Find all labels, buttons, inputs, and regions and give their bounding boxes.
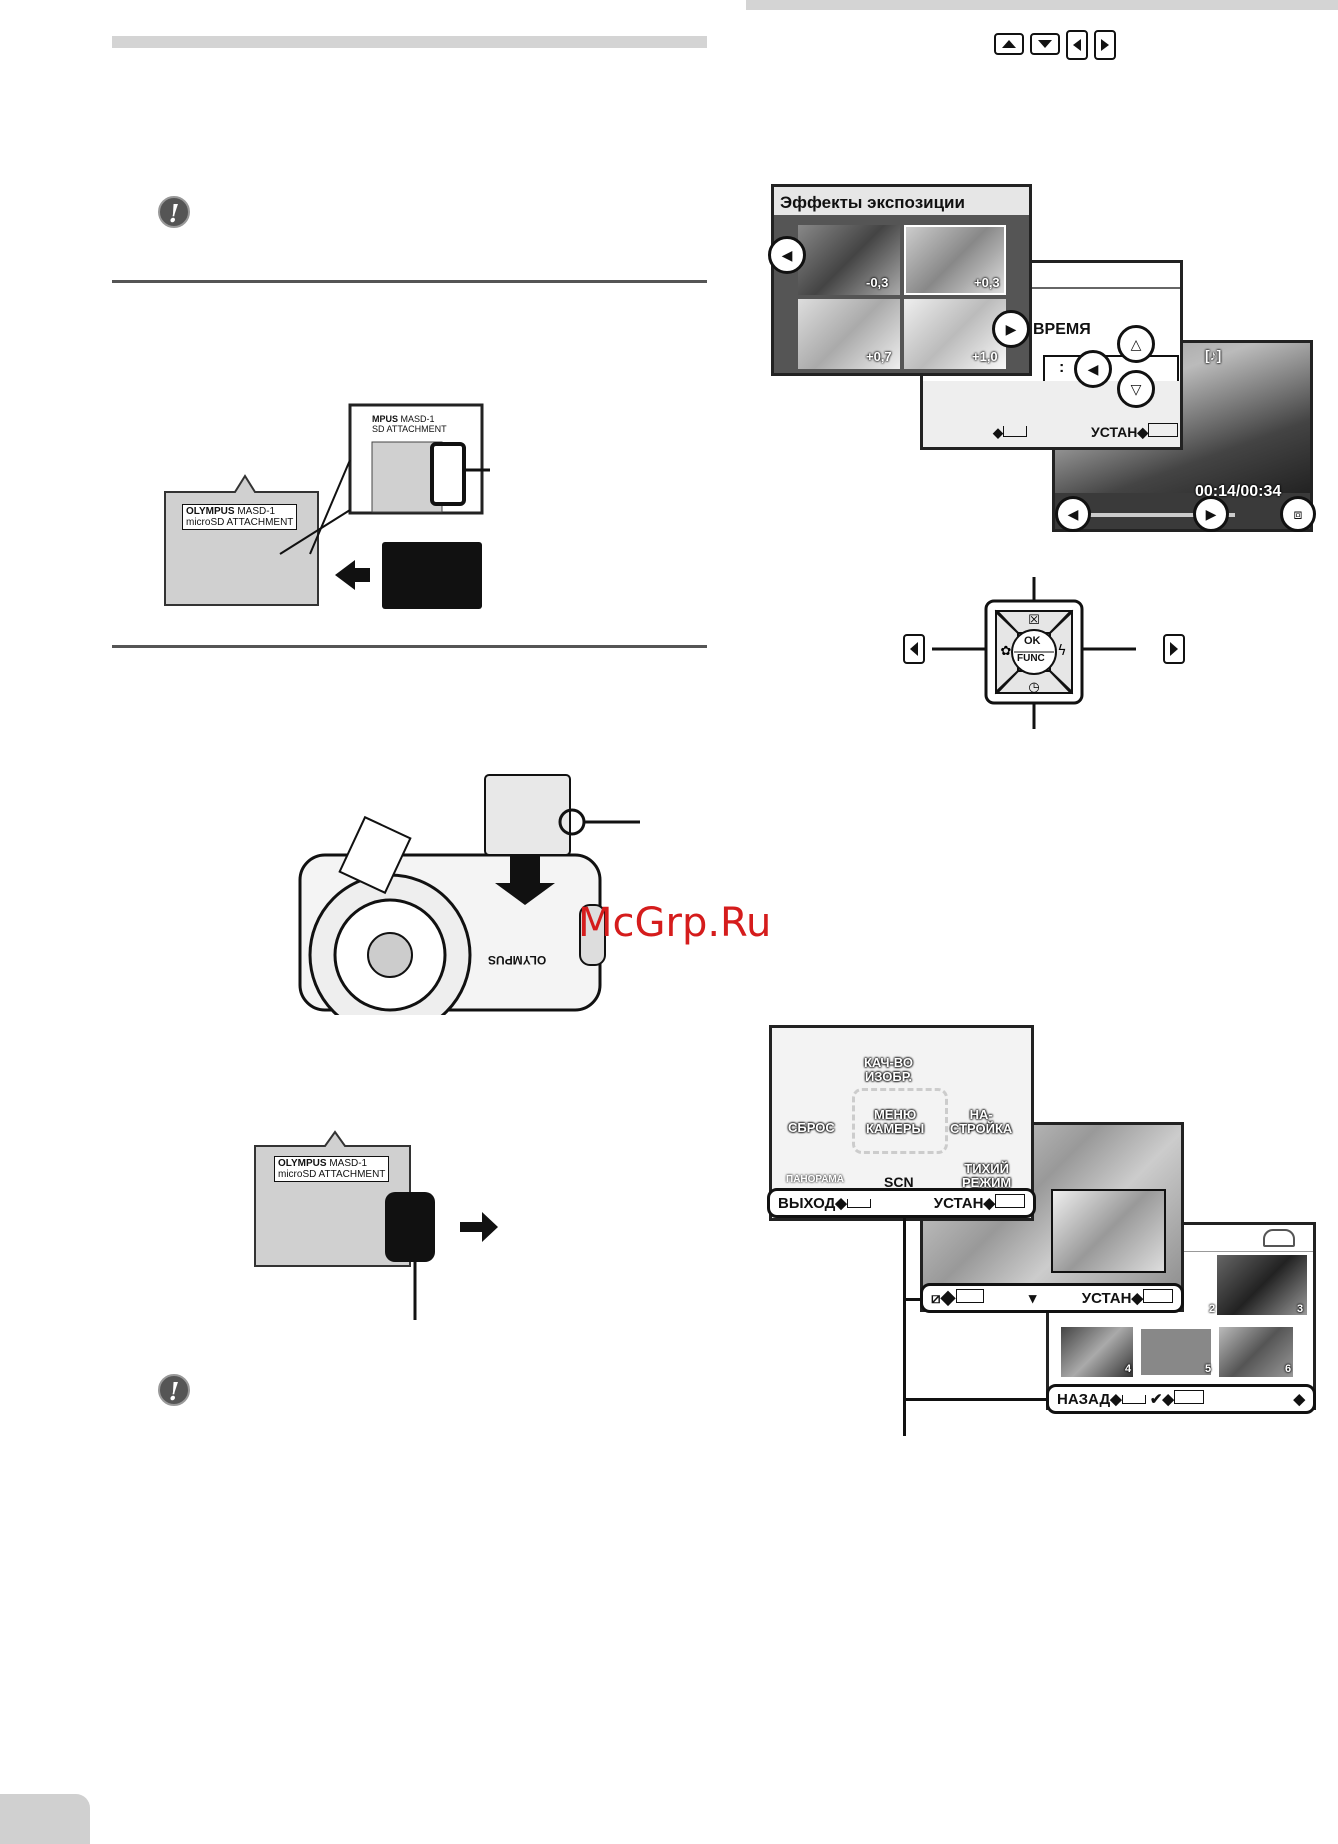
menu-item-image-quality: КАЧ-ВО ИЗОБР. [864,1055,913,1084]
exposure-thumb [904,225,1006,295]
svg-text:✿: ✿ [1001,644,1012,659]
left-circle: ◀ [1074,350,1112,388]
callout-line [903,1218,906,1436]
exposure-thumb [798,299,900,369]
section-divider [112,280,707,283]
movie-audio-badge: [♪] [1205,347,1222,363]
header-bar-right [746,0,1338,10]
adapter-model: MASD-1 [329,1158,368,1169]
camera-brand: OLYMPUS [488,953,547,967]
right-arrow-button-icon [1094,30,1116,60]
exposure-value: +0,3 [974,275,1000,290]
exposure-value: +1,0 [972,349,998,364]
callout-line [903,1398,1046,1401]
header-bar-left [112,36,707,48]
rewind-circle: ◀ [1055,496,1091,532]
adapter-name: microSD ATTACHMENT [186,517,294,528]
page-number-tab [0,1794,90,1844]
exposure-thumb [798,225,900,295]
up-circle: △ [1117,325,1155,363]
dpad-ok-label: OK [1024,635,1041,647]
time-set-label: УСТАН [1091,424,1138,440]
movie-time-total: /00:34 [1235,483,1282,500]
menu-set-label: УСТАН [933,1195,984,1212]
thumb-number: 2 [1209,1303,1216,1315]
svg-text:☒: ☒ [1028,613,1040,628]
down-circle: ▽ [1117,370,1155,408]
section-divider [112,645,707,648]
menu-item-silent-mode: ТИХИЙ РЕЖИМ [962,1161,1012,1190]
adapter-zoom-name: SD ATTACHMENT [372,424,447,434]
exposure-value: +0,7 [866,349,892,364]
svg-text:◷: ◷ [1028,680,1039,695]
adapter-brand: OLYMPUS [186,506,235,517]
menu-item-panorama: ПАНОРАМА [786,1174,844,1185]
select-bottom-bar: ⧄◆ ▾ УСТАН◆ [920,1283,1184,1313]
adapter-model: MASD-1 [237,506,276,517]
adapter-brand: OLYMPUS [278,1158,327,1169]
watermark: McGrp.Ru [578,900,772,946]
left-circle: ◀ [768,236,806,274]
select-set-label: УСТАН [1081,1290,1132,1307]
dpad-func-label: FUNC [1017,653,1045,664]
menu-exit-label: ВЫХОД [778,1195,836,1212]
caution-icon: ! [158,1374,190,1406]
time-colon: : [1059,359,1065,376]
nav-icons [993,30,1123,60]
time-label: ВРЕМЯ [1033,321,1091,338]
index-bottom-bar: НАЗАД◆ ✔◆ ◆ [1046,1384,1316,1414]
svg-text:ϟ: ϟ [1057,643,1066,659]
callout-line [903,1298,920,1301]
exposure-value: -0,3 [866,275,889,290]
microsd-remove-illustration: OLYMPUS MASD-1 microSD ATTACHMENT [250,1130,510,1320]
menu-item-setup: НА- СТРОЙКА [950,1107,1013,1136]
dpad-diagram: ☒ ◷ ✿ ϟ OK FUNC [900,575,1190,730]
menu-bottom-bar: ВЫХОД◆ УСТАН◆ [767,1188,1036,1218]
menu-item-reset: СБРОС [788,1120,835,1135]
thumb-number: 3 [1297,1303,1304,1315]
forward-circle: ▶ [1193,496,1229,532]
back-label: НАЗАД [1057,1391,1111,1408]
thumb-number: 6 [1285,1363,1292,1375]
movie-time-elapsed: 00:14 [1195,483,1236,500]
exposure-thumb [904,299,1006,369]
left-arrow-button-icon [1066,30,1088,60]
back-button-icon: ◆ [993,425,1027,441]
adapter-zoom-model: MASD-1 [400,414,435,424]
exposure-title: Эффекты экспозиции [780,193,965,212]
menu-item-camera-menu: МЕНЮ КАМЕРЫ [866,1107,925,1136]
down-arrow-button-icon [1030,33,1060,55]
microsd-adapter-illustration: OLYMPUS MASD-1 microSD ATTACHMENT MPUS M… [160,400,515,615]
camera-card-insert-illustration: OLYMPUS [290,765,650,1037]
up-arrow-button-icon [994,33,1024,55]
index-circle: ⧈ [1280,496,1316,532]
right-circle: ▶ [992,310,1030,348]
menu-item-scn: SCN [884,1174,914,1190]
caution-icon: ! [158,196,190,228]
adapter-zoom-brand: MPUS [372,414,399,424]
adapter-name: microSD ATTACHMENT [278,1169,386,1180]
exposure-effects-screen: Эффекты экспозиции -0,3 +0,3 +0,7 +1,0 [771,184,1032,376]
thumb-number: 4 [1125,1363,1132,1375]
thumb-number: 5 [1205,1363,1212,1375]
